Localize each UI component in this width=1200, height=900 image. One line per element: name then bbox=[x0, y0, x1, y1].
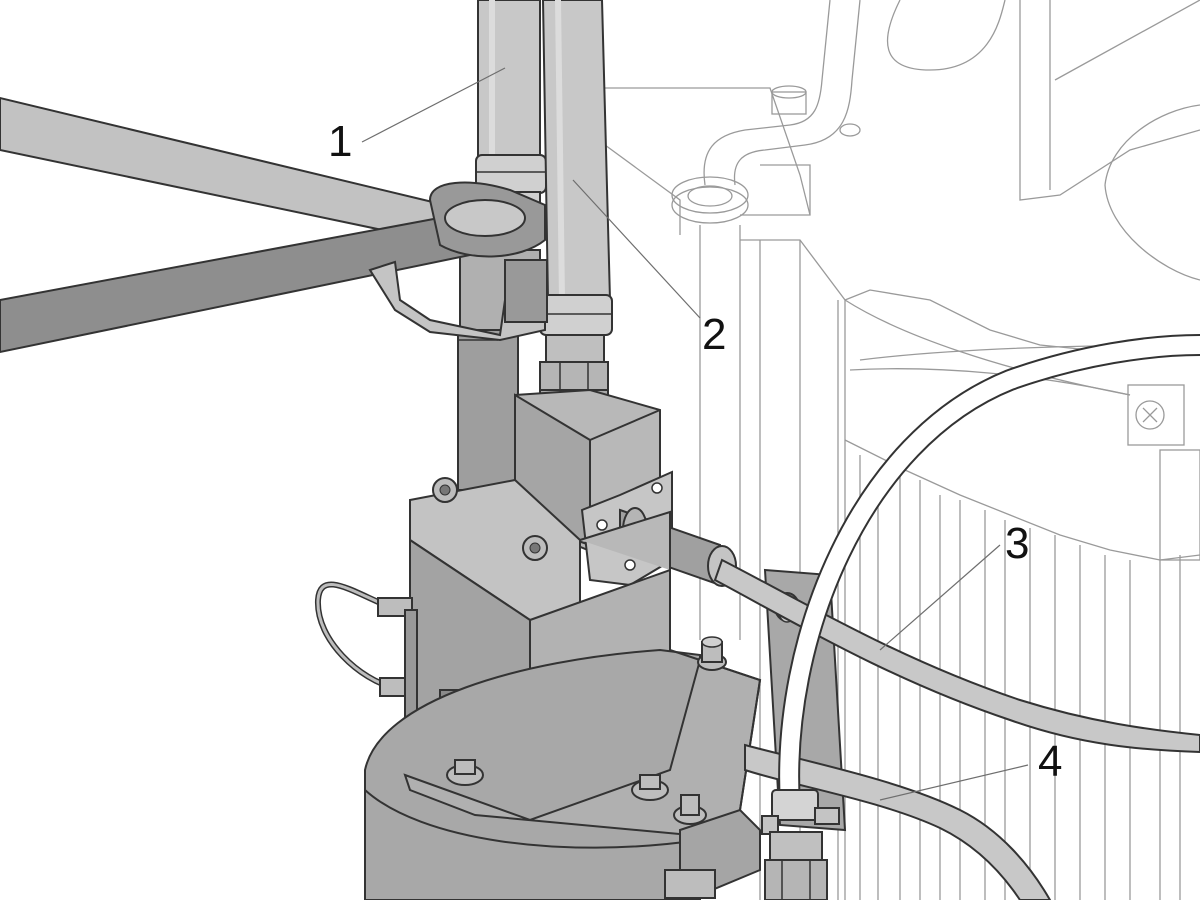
flange-nuts bbox=[446, 636, 727, 825]
leader-3 bbox=[879, 544, 1001, 651]
callout-labels: 1 2 3 4 bbox=[328, 117, 1062, 786]
leader-1 bbox=[361, 67, 506, 143]
callout-1: 1 bbox=[328, 117, 352, 166]
hose-4 bbox=[744, 743, 1052, 900]
callout-leaders bbox=[361, 67, 1029, 801]
callout-2: 2 bbox=[702, 310, 726, 359]
hose-2 bbox=[539, 0, 613, 419]
hose-3 bbox=[713, 558, 1200, 754]
leader-2 bbox=[572, 179, 701, 319]
leader-4 bbox=[879, 764, 1029, 801]
callout-3: 3 bbox=[1005, 519, 1029, 568]
sensor-cable bbox=[314, 581, 418, 721]
quick-coupling bbox=[761, 789, 840, 900]
arc-tube bbox=[778, 334, 1200, 806]
callout-4: 4 bbox=[1038, 737, 1062, 786]
wrench bbox=[0, 96, 548, 354]
